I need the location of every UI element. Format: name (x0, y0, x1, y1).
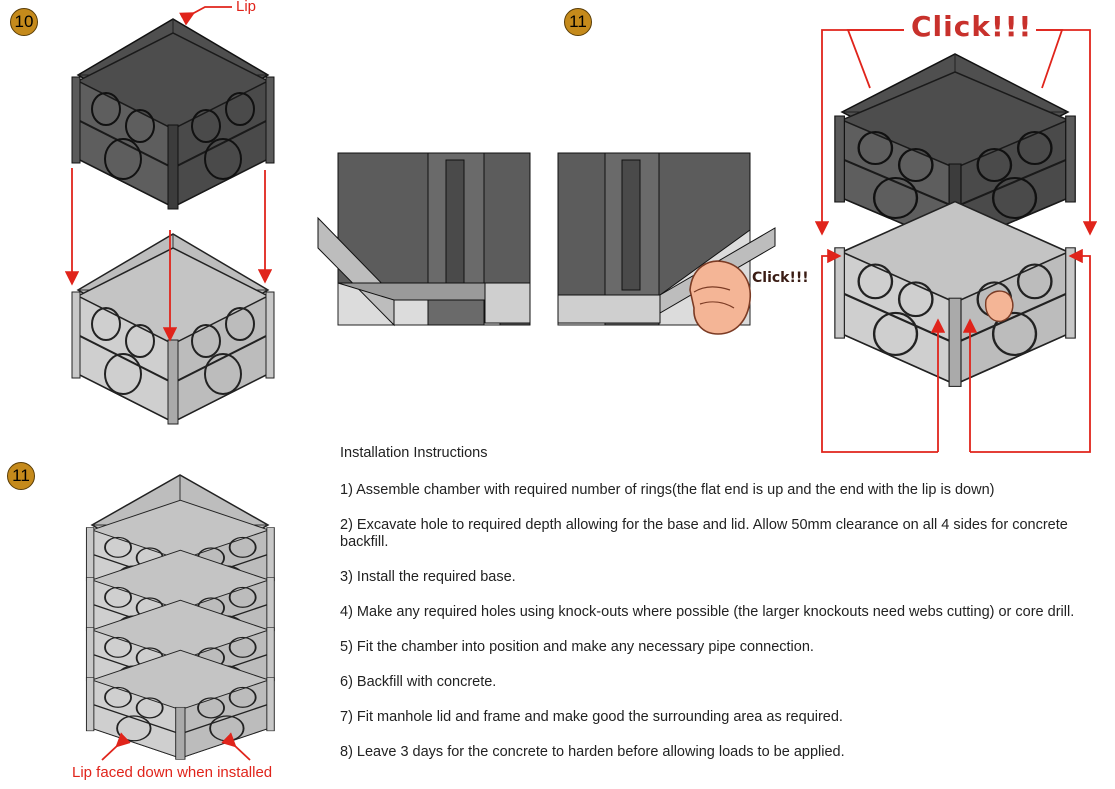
instruction-step-5: 5) Fit the chamber into position and mak… (340, 639, 814, 655)
lip-down-arrows (101, 732, 251, 761)
step10-light-chamber (71, 233, 275, 425)
step-badge-10: 10 (10, 8, 38, 36)
lip-down-caption: Lip faced down when installed (72, 764, 273, 781)
assembled-chamber (85, 474, 276, 761)
instruction-step-6: 6) Backfill with concrete. (340, 674, 497, 690)
installation-instructions: Installation Instructions 1) Assemble ch… (340, 445, 1100, 779)
hand-illustration-mid (689, 260, 751, 335)
step-badge-11-bottom: 11 (7, 462, 35, 490)
instruction-step-7: 7) Fit manhole lid and frame and make go… (340, 709, 843, 725)
instruction-step-8: 8) Leave 3 days for the concrete to hard… (340, 744, 845, 760)
hand-illustration-right (985, 290, 1014, 322)
instruction-step-4: 4) Make any required holes using knock-o… (340, 604, 1075, 620)
step-badge-11-top: 11 (564, 8, 592, 36)
instructions-title: Installation Instructions (340, 445, 488, 461)
step11-arrows (814, 29, 1098, 453)
instruction-step-1: 1) Assemble chamber with required number… (340, 482, 995, 498)
step11-stacked-chamber (833, 53, 1077, 388)
lip-label: Lip (236, 0, 257, 15)
closeup-left-panel (317, 152, 531, 327)
step10-arrows (64, 6, 273, 342)
click-annotation-small: Click!!! (752, 270, 809, 286)
instruction-step-2: 2) Excavate hole to required depth allow… (340, 517, 1068, 550)
step10-dark-chamber (71, 18, 275, 210)
click-annotation-large: Click!!! (907, 10, 1037, 43)
instruction-step-3: 3) Install the required base. (340, 569, 516, 585)
